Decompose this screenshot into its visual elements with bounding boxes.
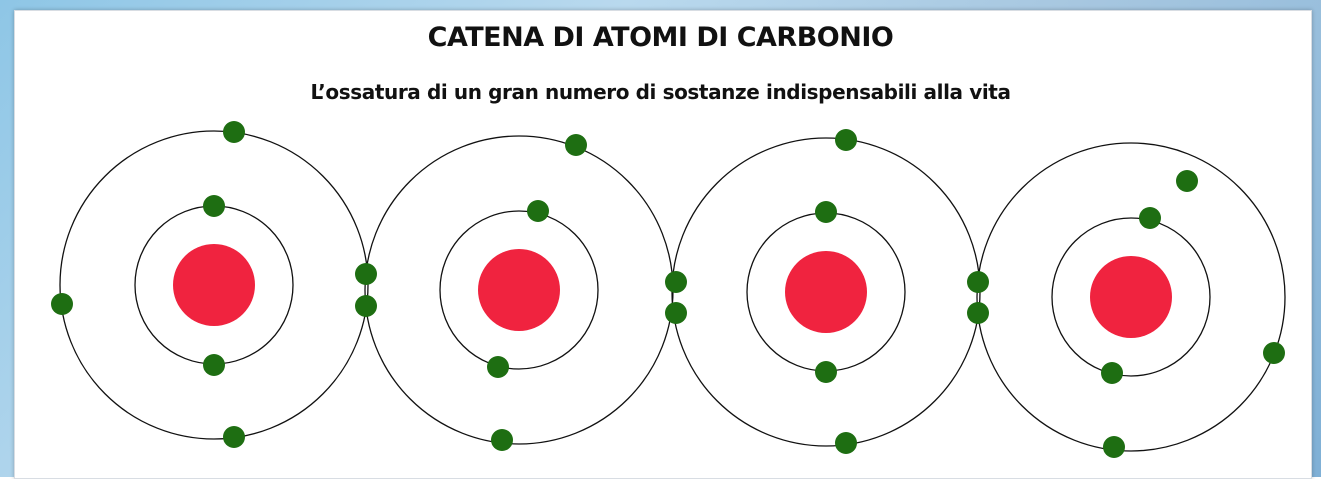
atom-1-electron-4 bbox=[355, 295, 377, 317]
diagram-subtitle: L’ossatura di un gran numero di sostanze… bbox=[310, 80, 1011, 104]
atom-1-electron-2 bbox=[51, 293, 73, 315]
atom-1-electron-7 bbox=[203, 354, 225, 376]
atom-4-electron-3 bbox=[1103, 436, 1125, 458]
atom-4-electron-1 bbox=[1176, 170, 1198, 192]
atom-4-nucleus bbox=[1090, 256, 1172, 338]
atom-1-outer-orbit bbox=[59, 130, 369, 440]
atom-2-electron-1 bbox=[565, 134, 587, 156]
atom-4-inner-orbit bbox=[1051, 217, 1211, 377]
atom-2-electron-4 bbox=[665, 302, 687, 324]
atom-2-electron-5 bbox=[527, 200, 549, 222]
atom-3-electron-6 bbox=[815, 361, 837, 383]
atom-3-electron-5 bbox=[815, 201, 837, 223]
atom-4-outer-orbit bbox=[976, 142, 1286, 452]
atom-3-electron-4 bbox=[967, 302, 989, 324]
atom-3-electron-2 bbox=[835, 432, 857, 454]
atom-3-nucleus bbox=[785, 251, 867, 333]
atom-3-electron-3 bbox=[967, 271, 989, 293]
atom-2-electron-6 bbox=[487, 356, 509, 378]
atom-2-electron-2 bbox=[491, 429, 513, 451]
atom-1-nucleus bbox=[173, 244, 255, 326]
atom-1-electron-1 bbox=[223, 121, 245, 143]
atom-4-electron-4 bbox=[1139, 207, 1161, 229]
atom-4-electron-5 bbox=[1101, 362, 1123, 384]
atom-4-electron-2 bbox=[1263, 342, 1285, 364]
atom-2-nucleus bbox=[478, 249, 560, 331]
atom-1-electron-6 bbox=[203, 195, 225, 217]
atom-2-electron-3 bbox=[665, 271, 687, 293]
atom-3-electron-1 bbox=[835, 129, 857, 151]
diagram-panel bbox=[14, 10, 1312, 479]
diagram-title: CATENA DI ATOMI DI CARBONIO bbox=[427, 22, 894, 53]
atom-1-electron-3 bbox=[355, 263, 377, 285]
atom-1-electron-5 bbox=[223, 426, 245, 448]
atom-2-inner-orbit bbox=[439, 210, 599, 370]
